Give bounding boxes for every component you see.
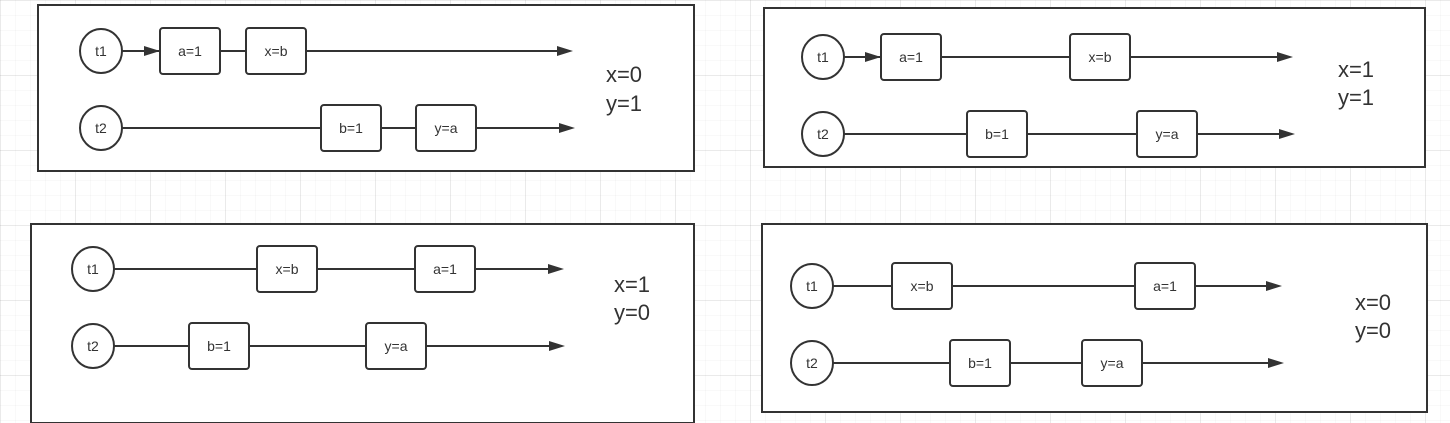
operation-box <box>414 245 476 293</box>
thread-t2-timeline: t2 b=1 y=a <box>79 104 575 152</box>
timeline-arrowhead <box>1279 129 1295 139</box>
thread-label: t1 <box>87 261 99 277</box>
operation-label: b=1 <box>985 126 1009 142</box>
operation-label: b=1 <box>339 120 363 136</box>
thread-node <box>801 34 845 80</box>
panel-frame <box>763 7 1426 168</box>
feed-arrowhead <box>144 46 160 56</box>
operation-label: y=a <box>1101 355 1124 371</box>
result-y: y=1 <box>1338 85 1374 110</box>
timeline-arrowhead <box>1268 358 1284 368</box>
thread-label: t1 <box>806 278 818 294</box>
panel-2: t1 a=1 x=b t2 b=1 y=a x=1 y=1 <box>763 7 1426 168</box>
thread-node <box>71 323 115 369</box>
operation-box <box>1134 262 1196 310</box>
operation-box <box>966 110 1028 158</box>
timeline-arrowhead <box>549 341 565 351</box>
operation-box <box>256 245 318 293</box>
timeline-arrowhead <box>559 123 575 133</box>
operation-box <box>1081 339 1143 387</box>
operation-label: a=1 <box>178 43 202 59</box>
operation-box <box>159 27 221 75</box>
panel-frame <box>30 223 695 423</box>
operation-label: x=b <box>911 278 934 294</box>
operation-label: a=1 <box>433 261 457 277</box>
thread-t2-timeline: t2 b=1 y=a <box>71 322 565 370</box>
timeline-arrowhead <box>1277 52 1293 62</box>
result-x: x=0 <box>1355 290 1391 315</box>
thread-label: t1 <box>95 43 107 59</box>
feed-arrowhead <box>865 52 881 62</box>
result-x: x=1 <box>614 272 650 297</box>
operation-label: x=b <box>1089 49 1112 65</box>
operation-label: a=1 <box>1153 278 1177 294</box>
operation-label: y=a <box>435 120 458 136</box>
timeline-arrowhead <box>1266 281 1282 291</box>
thread-node <box>79 28 123 74</box>
operation-label: y=a <box>385 338 408 354</box>
thread-t2-timeline: t2 b=1 y=a <box>801 110 1295 158</box>
operation-label: x=b <box>265 43 288 59</box>
thread-label: t2 <box>806 355 818 371</box>
operation-box <box>188 322 250 370</box>
thread-node <box>801 111 845 157</box>
thread-t1-timeline: t1 x=b a=1 <box>790 262 1282 310</box>
panel-1: t1 a=1 x=b t2 b=1 y=a x=0 y=1 <box>37 4 695 172</box>
thread-label: t2 <box>817 126 829 142</box>
operation-box <box>891 262 953 310</box>
thread-label: t1 <box>817 49 829 65</box>
thread-node <box>790 340 834 386</box>
operation-label: b=1 <box>207 338 231 354</box>
panel-4: t1 x=b a=1 t2 b=1 y=a x=0 y=0 <box>761 223 1428 413</box>
operation-label: y=a <box>1156 126 1179 142</box>
thread-t1-timeline: t1 a=1 x=b <box>801 33 1293 81</box>
operation-box <box>365 322 427 370</box>
panel-3: t1 x=b a=1 t2 b=1 y=a x=1 y=0 <box>30 223 695 423</box>
result-y: y=1 <box>606 91 642 116</box>
thread-node <box>790 263 834 309</box>
operation-label: b=1 <box>968 355 992 371</box>
operation-box <box>415 104 477 152</box>
thread-t1-timeline: t1 a=1 x=b <box>79 27 573 75</box>
operation-box <box>320 104 382 152</box>
operation-label: x=b <box>276 261 299 277</box>
operation-label: a=1 <box>899 49 923 65</box>
result-y: y=0 <box>614 300 650 325</box>
thread-node <box>71 246 115 292</box>
thread-label: t2 <box>95 120 107 136</box>
timeline-arrowhead <box>557 46 573 56</box>
operation-box <box>949 339 1011 387</box>
result-x: x=0 <box>606 62 642 87</box>
result-x: x=1 <box>1338 57 1374 82</box>
operation-box <box>245 27 307 75</box>
thread-t2-timeline: t2 b=1 y=a <box>790 339 1284 387</box>
thread-node <box>79 105 123 151</box>
result-y: y=0 <box>1355 318 1391 343</box>
thread-label: t2 <box>87 338 99 354</box>
thread-t1-timeline: t1 x=b a=1 <box>71 245 564 293</box>
operation-box <box>1069 33 1131 81</box>
operation-box <box>880 33 942 81</box>
operation-box <box>1136 110 1198 158</box>
timeline-arrowhead <box>548 264 564 274</box>
